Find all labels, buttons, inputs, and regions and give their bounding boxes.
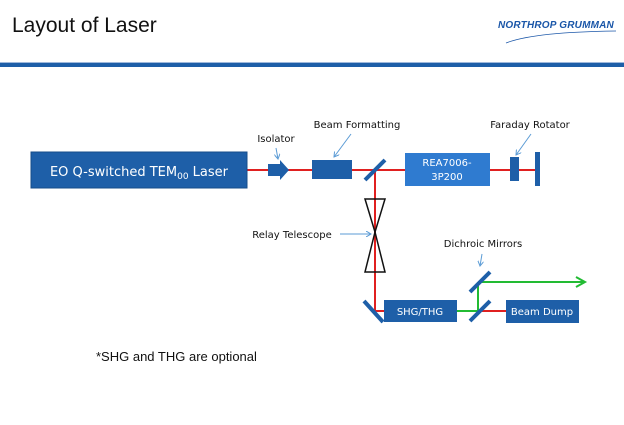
beam-formatting-box bbox=[312, 160, 352, 179]
fold-mirror-top bbox=[363, 158, 387, 182]
faraday-callout-arrow bbox=[516, 133, 532, 155]
green-beam-path bbox=[457, 276, 588, 312]
faraday-rotator-label: Faraday Rotator bbox=[490, 120, 570, 131]
header-divider-thin bbox=[0, 62, 624, 63]
amplifier-box bbox=[405, 153, 490, 186]
faraday-rotator-box bbox=[510, 157, 519, 181]
beam-formatting-callout-arrow bbox=[334, 133, 352, 157]
dichroic-callout-arrow bbox=[480, 253, 482, 266]
laser-source: EO Q-switched TEM00 Laser bbox=[30, 151, 248, 189]
beam-formatting-label: Beam Formatting bbox=[314, 120, 401, 131]
isolator-arrow-icon bbox=[268, 160, 289, 180]
shg-thg-box bbox=[384, 300, 457, 322]
isolator-callout-arrow bbox=[276, 147, 278, 159]
amplifier-label-line2: 3P200 bbox=[431, 172, 462, 183]
isolator-label: Isolator bbox=[257, 134, 295, 145]
page-title: Layout of Laser bbox=[12, 14, 157, 37]
end-mirror bbox=[535, 152, 540, 186]
shg-thg-label: SHG/THG bbox=[397, 307, 443, 318]
dichroic-mirror-lower bbox=[468, 299, 492, 323]
fold-mirror-bottom bbox=[362, 299, 385, 324]
beam-formatting: Beam Formatting bbox=[312, 120, 400, 179]
green-output-arrow-icon bbox=[575, 276, 588, 288]
header-divider bbox=[0, 63, 624, 67]
beam-dump-box bbox=[506, 300, 579, 323]
faraday-rotator: Faraday Rotator bbox=[490, 120, 571, 181]
dichroic-mirrors-label: Dichroic Mirrors bbox=[444, 239, 522, 250]
logo-swoosh-icon bbox=[505, 30, 617, 44]
relay-telescope-label: Relay Telescope bbox=[252, 230, 331, 241]
laser-box bbox=[30, 151, 248, 189]
amplifier-label-line1: REA7006- bbox=[422, 158, 472, 169]
laser-label: EO Q-switched TEM00 Laser bbox=[50, 165, 229, 182]
relay-telescope: Relay Telescope bbox=[252, 198, 387, 273]
beam-dump: Beam Dump bbox=[506, 300, 579, 323]
dichroic-mirror-upper bbox=[468, 270, 492, 294]
dichroic-mirrors: Dichroic Mirrors bbox=[444, 239, 522, 323]
footnote: *SHG and THG are optional bbox=[96, 349, 257, 364]
isolator: Isolator bbox=[257, 134, 296, 180]
telescope-lens-bottom bbox=[364, 231, 386, 273]
amplifier-module: REA7006- 3P200 bbox=[405, 153, 490, 186]
shg-thg-module: SHG/THG bbox=[384, 300, 457, 322]
northrop-grumman-logo: NORTHROP GRUMMAN bbox=[494, 20, 619, 50]
logo-text: NORTHROP GRUMMAN bbox=[498, 20, 614, 31]
telescope-lens-top bbox=[363, 198, 387, 235]
beam-dump-label: Beam Dump bbox=[511, 307, 573, 318]
